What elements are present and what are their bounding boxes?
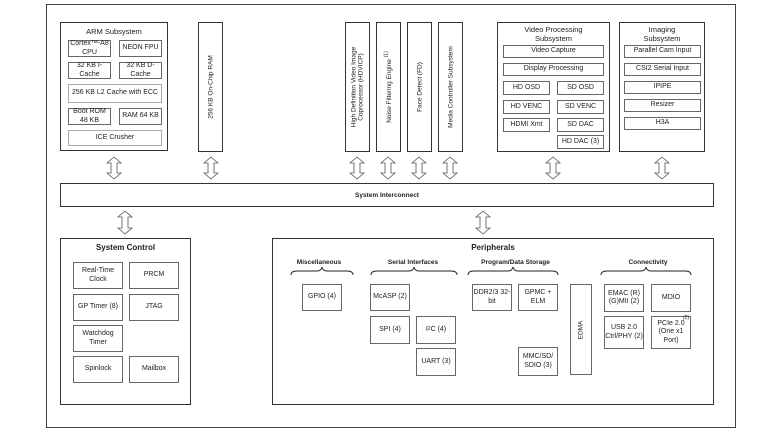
mmc-sd-sdio: MMC/SD/ SDIO (3) <box>518 347 558 376</box>
spi: SPI (4) <box>370 316 410 344</box>
csi2-serial-input: CSI2 Serial Input <box>624 63 701 76</box>
diagram-frame <box>46 4 736 428</box>
mdio: MDIO <box>651 284 691 312</box>
d-cache: 32 KB D-Cache <box>119 62 162 79</box>
mailbox: Mailbox <box>129 356 179 383</box>
neon-fpu: NEON FPU <box>119 40 162 57</box>
boot-rom: Boot ROM 48 KB <box>68 108 111 125</box>
system-control: System Control Real-Time Clock PRCM GP T… <box>60 238 191 405</box>
hd-dac: HD DAC (3) <box>557 135 604 149</box>
arrow-hdvicp <box>348 156 366 180</box>
noise-filtering-engine: Noise Filtering Engine (1) <box>376 22 401 152</box>
arrow-noise-filter <box>379 156 397 180</box>
l2-cache: 256 KB L2 Cache with ECC <box>68 84 162 103</box>
hd-venc: HD VENC <box>503 100 550 114</box>
arrow-peripherals <box>474 210 492 235</box>
arrow-system-control <box>116 210 134 235</box>
arrow-vpss <box>544 156 562 180</box>
ddr: DDR2/3 32-bit <box>472 284 512 311</box>
system-interconnect-label: System Interconnect <box>355 191 419 199</box>
system-control-title: System Control <box>95 243 156 252</box>
cortex-a8-cpu: Cortex™-A8 CPU <box>68 40 111 57</box>
uart: UART (3) <box>416 348 456 376</box>
real-time-clock: Real-Time Clock <box>73 262 123 289</box>
gpio: GPIO (4) <box>302 284 342 311</box>
arm-subsystem-title: ARM Subsystem <box>86 27 142 36</box>
peripherals: Peripherals Miscellaneous Serial Interfa… <box>272 238 714 405</box>
media-controller: Media Controller Subsystem <box>438 22 463 152</box>
ipipe: IPIPE <box>624 81 701 94</box>
sd-dac: SD DAC <box>557 118 604 132</box>
h3a: H3A <box>624 117 701 130</box>
storage-label: Program/Data Storage <box>481 259 550 266</box>
serial-label: Serial Interfaces <box>387 259 439 266</box>
i-cache: 32 KB I-Cache <box>68 62 111 79</box>
arrow-imaging <box>653 156 671 180</box>
arrow-arm <box>105 156 123 180</box>
watchdog-timer: Watchdog Timer <box>73 325 123 352</box>
arrow-face-detect <box>410 156 428 180</box>
face-detect: Face Detect (FD) <box>407 22 432 152</box>
system-interconnect: System Interconnect <box>60 183 714 207</box>
emac: EMAC (R)(G)MII (2) <box>604 284 644 312</box>
usb-2: USB 2.0 Ctrl/PHY (2) <box>604 316 644 349</box>
sd-osd: SD OSD <box>557 81 604 95</box>
mcasp: McASP (2) <box>370 284 410 311</box>
arrow-onchip-ram <box>202 156 220 180</box>
spinlock: Spinlock <box>73 356 123 383</box>
video-capture: Video Capture <box>503 45 604 58</box>
prcm: PRCM <box>129 262 179 289</box>
peripherals-title: Peripherals <box>471 243 515 252</box>
arrow-media-controller <box>441 156 459 180</box>
edma: EDMA <box>570 284 592 375</box>
display-processing: Display Processing <box>503 63 604 76</box>
parallel-cam-input: Parallel Cam Input <box>624 45 701 58</box>
resizer: Resizer <box>624 99 701 112</box>
sd-venc: SD VENC <box>557 100 604 114</box>
ram-64kb: RAM 64 KB <box>119 108 162 125</box>
hdmi-xmt: HDMI Xmt <box>503 118 550 132</box>
onchip-ram: 256 KB On-Chip RAM <box>198 22 223 152</box>
ice-crusher: ICE Crusher <box>68 130 162 146</box>
group-braces <box>290 266 692 276</box>
edma-label: EDMA <box>577 320 585 339</box>
pcie: PCIe 2.0 (One x1 Port) (2) <box>651 315 691 349</box>
jtag: JTAG <box>129 294 179 321</box>
hd-osd: HD OSD <box>503 81 550 95</box>
gpmc-elm: GPMC + ELM <box>518 284 558 311</box>
misc-label: Miscellaneous <box>296 259 342 266</box>
gp-timer: GP Timer (8) <box>73 294 123 321</box>
arm-subsystem: ARM Subsystem Cortex™-A8 CPU NEON FPU 32… <box>60 22 168 151</box>
connectivity-label: Connectivity <box>628 259 668 266</box>
